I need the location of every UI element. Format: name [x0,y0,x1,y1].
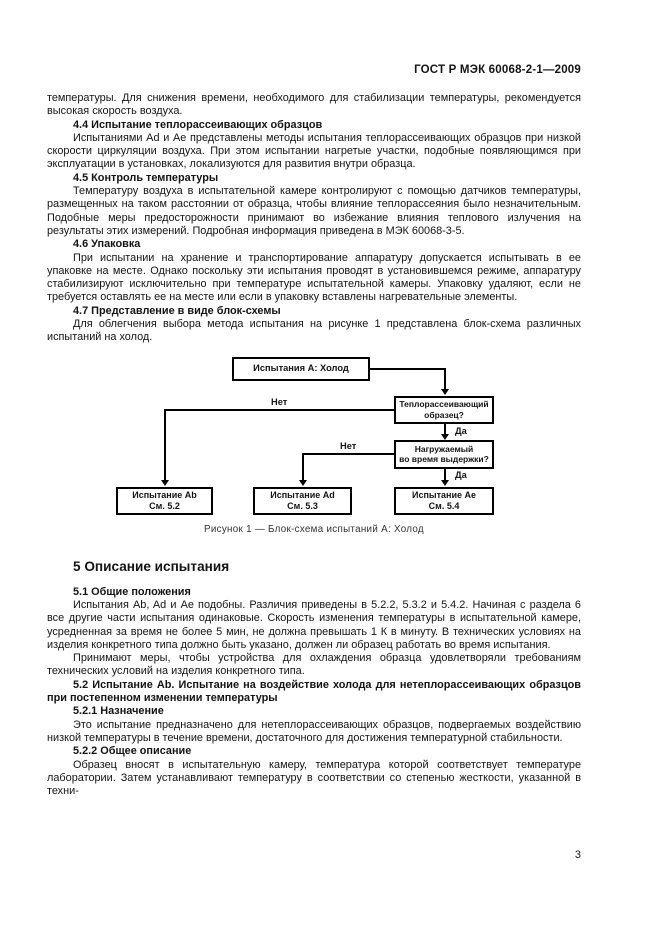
page-number: 3 [574,849,581,861]
paragraph-5-1-a: Испытания Ab, Ad и Ае подобны. Различия … [47,598,581,651]
result-ab-line1: Испытание Ab [132,489,197,500]
section-heading-5-2: 5.2 Испытание Ab. Испытание на воздейств… [47,678,581,705]
branch-label-yes-2: Да [453,469,469,480]
section-heading-4-6: 4.6 Упаковка [73,238,141,251]
paragraph-4-7: Для облегчения выбора метода испытания н… [47,318,581,344]
connector-line [444,468,446,481]
decision1-line2: образец? [424,409,464,420]
arrowhead-down-icon [299,479,307,486]
section-heading-4-4: 4.4 Испытание теплорассеивающих образцов [73,118,323,131]
document-body: температуры. Для снижения времени, необх… [47,92,581,798]
paragraph-4-4: Испытаниями Ad и Ае представлены методы … [47,131,581,171]
decision1-line1: Теплорассеивающий [399,399,489,410]
arrowhead-down-icon [441,479,449,486]
branch-label-no-1: Нет [269,396,290,407]
section-heading-5: 5 Описание испытания [73,558,230,574]
paragraph-intro: температуры. Для снижения времени, необх… [47,92,581,118]
result-ad-line2: См. 5.3 [287,500,318,511]
arrowhead-down-icon [161,479,169,486]
flowchart-decision-heat-dissipating: Теплорассеивающий образец? [394,395,494,424]
section-heading-5-1: 5.1 Общие положения [73,585,191,598]
result-ae-line2: См. 5.4 [428,500,460,511]
flowchart-result-test-ab: Испытание Ab См. 5.2 [116,486,213,515]
paragraph-4-5: Температуру воздуха в испытательной каме… [47,185,581,237]
paragraph-5-2-2: Образец вносят в испытательную камеру, т… [47,758,581,798]
figure-flowchart: Нет Да Нет Да Испытания А: Холод Теплора… [47,350,581,540]
section-heading-5-2-2: 5.2.2 Общее описание [73,745,192,758]
flowchart-decision-loaded-during-conditioning: Нагружаемый во время выдержки? [394,439,494,469]
arrowhead-down-icon [441,433,449,440]
connector-line [444,423,446,435]
connector-line [164,408,394,411]
flowchart-result-test-ae: Испытание Ае См. 5.4 [394,486,494,515]
flowchart-start-label: Испытания А: Холод [253,362,349,373]
paragraph-5-1-b: Принимают меры, чтобы устройства для охл… [47,652,581,678]
connector-line [368,367,446,370]
arrowhead-down-icon [441,388,449,395]
paragraph-5-2-1: Это испытание предназначено для нетеплор… [47,718,581,744]
connector-line [302,452,304,481]
section-heading-5-2-1: 5.2.1 Назначение [73,705,164,718]
connector-line [444,367,446,390]
section-heading-4-7: 4.7 Представление в виде блок-схемы [73,304,281,317]
section-heading-4-5: 4.5 Контроль температуры [73,171,219,184]
figure-caption: Рисунок 1 — Блок-схема испытаний А: Холо… [204,523,424,535]
result-ad-line1: Испытание Ad [270,489,335,500]
decision2-line2: во время выдержки? [399,454,489,465]
result-ab-line2: См. 5.2 [149,500,180,511]
result-ae-line1: Испытание Ае [412,489,476,500]
decision2-line1: Нагружаемый [414,443,474,454]
flowchart-start-box: Испытания А: Холод [232,356,370,381]
connector-line [164,408,166,481]
flowchart-result-test-ad: Испытание Ad См. 5.3 [253,486,352,515]
doc-number-header: ГОСТ Р МЭК 60068-2-1—2009 [414,64,581,76]
connector-line [302,452,394,455]
branch-label-yes-1: Да [453,425,469,436]
branch-label-no-2: Нет [338,440,359,451]
paragraph-4-6: При испытании на хранение и транспортиро… [47,251,581,304]
